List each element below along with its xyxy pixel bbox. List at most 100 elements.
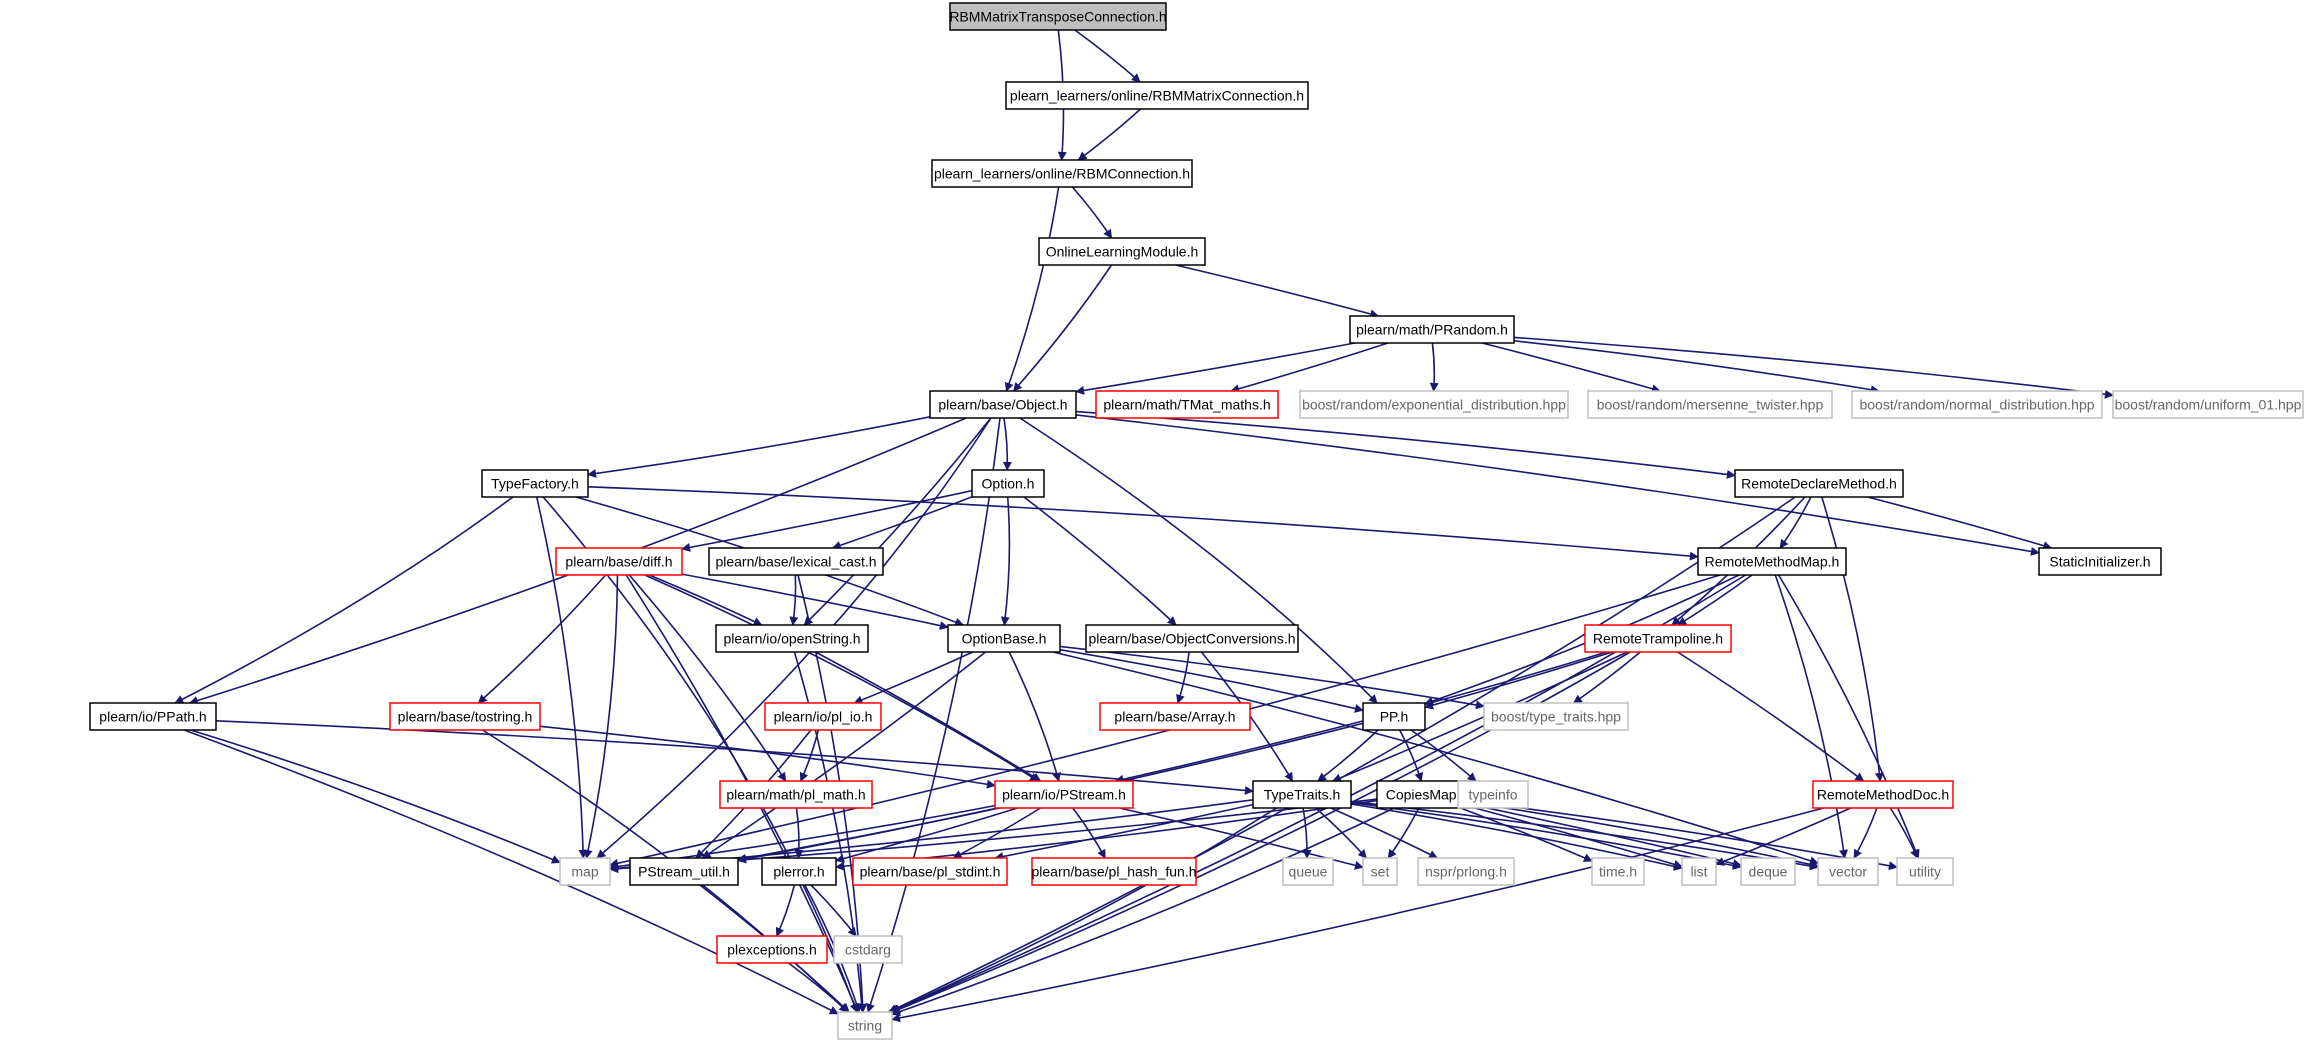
node-box	[1812, 780, 1954, 809]
edge-arrow	[1867, 496, 2053, 551]
node-objconv[interactable]: plearn/base/ObjectConversions.h	[1085, 624, 1299, 653]
node-openstring[interactable]: plearn/io/openString.h	[715, 624, 869, 653]
edge-arrow	[587, 416, 931, 478]
node-box	[1299, 390, 1569, 419]
node-label: string	[848, 1018, 882, 1034]
edge-diff-to-openstring	[648, 574, 763, 626]
node-label: deque	[1749, 864, 1788, 880]
node-onlinelearning[interactable]: OnlineLearningModule.h	[1038, 237, 1206, 266]
node-pstreamutil[interactable]: PStream_util.h	[629, 857, 739, 886]
edge-option-to-lexicalcast	[831, 495, 973, 550]
edge-arrow	[1077, 108, 1142, 161]
edge-arrow	[1779, 496, 1812, 549]
node-rbmconn[interactable]: plearn_learners/online/RBMConnection.h	[931, 159, 1193, 188]
edge-arrow	[891, 807, 1824, 1023]
node-array[interactable]: plearn/base/Array.h	[1099, 702, 1251, 731]
node-box	[1681, 857, 1717, 886]
edge-optionbase-to-typetraitsboost	[1059, 645, 1485, 710]
node-label: plearn/base/pl_stdint.h	[860, 864, 1001, 880]
edge-arrow	[803, 417, 992, 626]
node-remotemethoddoc[interactable]: RemoteMethodDoc.h	[1812, 780, 1954, 809]
node-root[interactable]: RBMMatrixTransposeConnection.h	[949, 2, 1167, 31]
node-option[interactable]: Option.h	[971, 469, 1045, 498]
node-box	[994, 780, 1134, 809]
node-label: plearn/io/PStream.h	[1002, 787, 1126, 803]
edge-arrow	[1572, 651, 1641, 704]
node-object[interactable]: plearn/base/Object.h	[929, 390, 1077, 419]
edge-remotemethoddoc-to-vector	[1853, 807, 1878, 859]
node-box	[1362, 702, 1426, 731]
edge-prandom-to-object	[1075, 342, 1355, 395]
node-typefactory[interactable]: TypeFactory.h	[481, 469, 589, 498]
edge-arrow	[1230, 342, 1389, 394]
node-lexicalcast[interactable]: plearn/base/lexical_cast.h	[708, 547, 884, 576]
edge-prandom-to-normaldist	[1513, 340, 1880, 395]
edge-diff-to-tostring	[477, 574, 607, 704]
edge-arrow	[788, 962, 850, 1013]
node-box	[1817, 857, 1879, 886]
node-label: CopiesMap.h	[1386, 787, 1469, 803]
node-remotetramp[interactable]: RemoteTrampoline.h	[1584, 624, 1732, 653]
edge-pstream-to-plerror	[835, 807, 1018, 863]
node-staticinit[interactable]: StaticInitializer.h	[2038, 547, 2162, 576]
node-diff[interactable]: plearn/base/diff.h	[555, 547, 683, 576]
edge-arrow	[535, 496, 588, 859]
edge-arrow	[1059, 648, 1364, 713]
edge-remotedeclare-to-remotemethodmap	[1779, 496, 1812, 549]
node-vector: vector	[1817, 857, 1879, 886]
edge-object-to-string	[866, 417, 1001, 1013]
edge-arrow	[1387, 807, 1420, 859]
edge-arrow	[583, 574, 619, 859]
node-box	[2112, 390, 2304, 419]
node-expdist: boost/random/exponential_distribution.hp…	[1299, 390, 1569, 419]
node-box	[559, 857, 611, 886]
edge-ppath-to-string	[183, 729, 839, 1015]
edge-copiesmap-to-vector	[1476, 802, 1819, 869]
node-plexceptions[interactable]: plexceptions.h	[716, 935, 828, 964]
node-plio[interactable]: plearn/io/pl_io.h	[764, 702, 882, 731]
node-box	[1095, 390, 1279, 419]
node-pstream[interactable]: plearn/io/PStream.h	[994, 780, 1134, 809]
edge-plexceptions-to-string	[788, 962, 850, 1013]
node-tmatmaths[interactable]: plearn/math/TMat_maths.h	[1095, 390, 1279, 419]
node-remotedeclare[interactable]: RemoteDeclareMethod.h	[1734, 469, 1904, 498]
node-ppath[interactable]: plearn/io/PPath.h	[89, 702, 217, 731]
node-optionbase[interactable]: OptionBase.h	[947, 624, 1061, 653]
edge-arrow	[1176, 651, 1190, 704]
node-pp[interactable]: PP.h	[1362, 702, 1426, 731]
edge-arrow	[1075, 414, 2040, 556]
node-box	[1005, 81, 1309, 110]
node-label: cstdarg	[845, 942, 891, 958]
edge-onlinelearning-to-object	[1012, 264, 1113, 392]
node-label: plearn/io/pl_io.h	[774, 709, 873, 725]
edge-arrow	[477, 574, 607, 704]
node-typetraits[interactable]: TypeTraits.h	[1252, 780, 1352, 809]
node-prandom[interactable]: plearn/math/PRandom.h	[1349, 315, 1515, 344]
edge-arrow	[1460, 807, 1593, 862]
edge-arrow	[1513, 336, 2114, 399]
edge-arrow	[1175, 264, 1380, 319]
node-label: plearn/io/openString.h	[724, 631, 861, 647]
edge-diff-to-map	[583, 574, 619, 859]
edge-arrow	[1429, 342, 1439, 392]
edge-arrow	[775, 884, 796, 937]
edge-option-to-optionbase	[1000, 496, 1011, 626]
node-plstdint[interactable]: plearn/base/pl_stdint.h	[852, 857, 1008, 886]
edge-plerror-to-cstdarg	[810, 884, 857, 937]
edge-tostring-to-pstream	[539, 725, 996, 789]
edge-rbmconn-to-object	[1004, 186, 1060, 392]
node-plhashfun[interactable]: plearn/base/pl_hash_fun.h	[1031, 857, 1197, 886]
node-tostring[interactable]: plearn/base/tostring.h	[389, 702, 541, 731]
node-box	[1483, 702, 1629, 731]
edge-arrow	[789, 574, 799, 626]
edge-prandom-to-mersenne	[1481, 342, 1661, 394]
node-plmath[interactable]: plearn/math/pl_math.h	[719, 780, 873, 809]
node-remotemethodmap[interactable]: RemoteMethodMap.h	[1697, 547, 1847, 576]
edge-optionbase-to-pstream	[1008, 651, 1061, 782]
node-plerror[interactable]: plerror.h	[761, 857, 837, 886]
node-box	[1457, 780, 1529, 809]
node-label: PP.h	[1380, 709, 1409, 725]
node-rbmmatrixconn[interactable]: plearn_learners/online/RBMMatrixConnecti…	[1005, 81, 1309, 110]
edge-arrow	[793, 651, 867, 1013]
